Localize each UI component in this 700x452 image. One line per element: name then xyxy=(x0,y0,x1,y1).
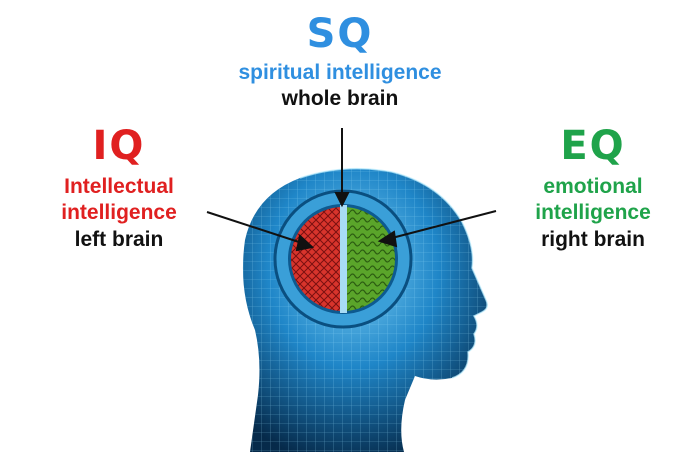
brain-circle-icon xyxy=(273,189,413,329)
sq-brain-part: whole brain xyxy=(281,87,399,111)
eq-brain-part: right brain xyxy=(541,227,645,251)
sq-title: SQ xyxy=(306,11,374,57)
eq-title: EQ xyxy=(560,123,626,169)
iq-brain-part: left brain xyxy=(74,227,164,251)
sq-label-group: SQ spiritual intelligence whole brain xyxy=(210,14,470,113)
iq-description-line2: intelligence xyxy=(61,201,177,225)
eq-description-line2: intelligence xyxy=(535,201,651,225)
eq-label-group: EQ emotional intelligence right brain xyxy=(518,126,668,253)
eq-description-line1: emotional xyxy=(543,175,643,198)
sq-description: spiritual intelligence xyxy=(238,61,442,84)
iq-label-group: IQ Intellectual intelligence left brain xyxy=(44,126,194,253)
iq-title: IQ xyxy=(92,123,146,169)
iq-description-line1: Intellectual xyxy=(64,175,174,198)
